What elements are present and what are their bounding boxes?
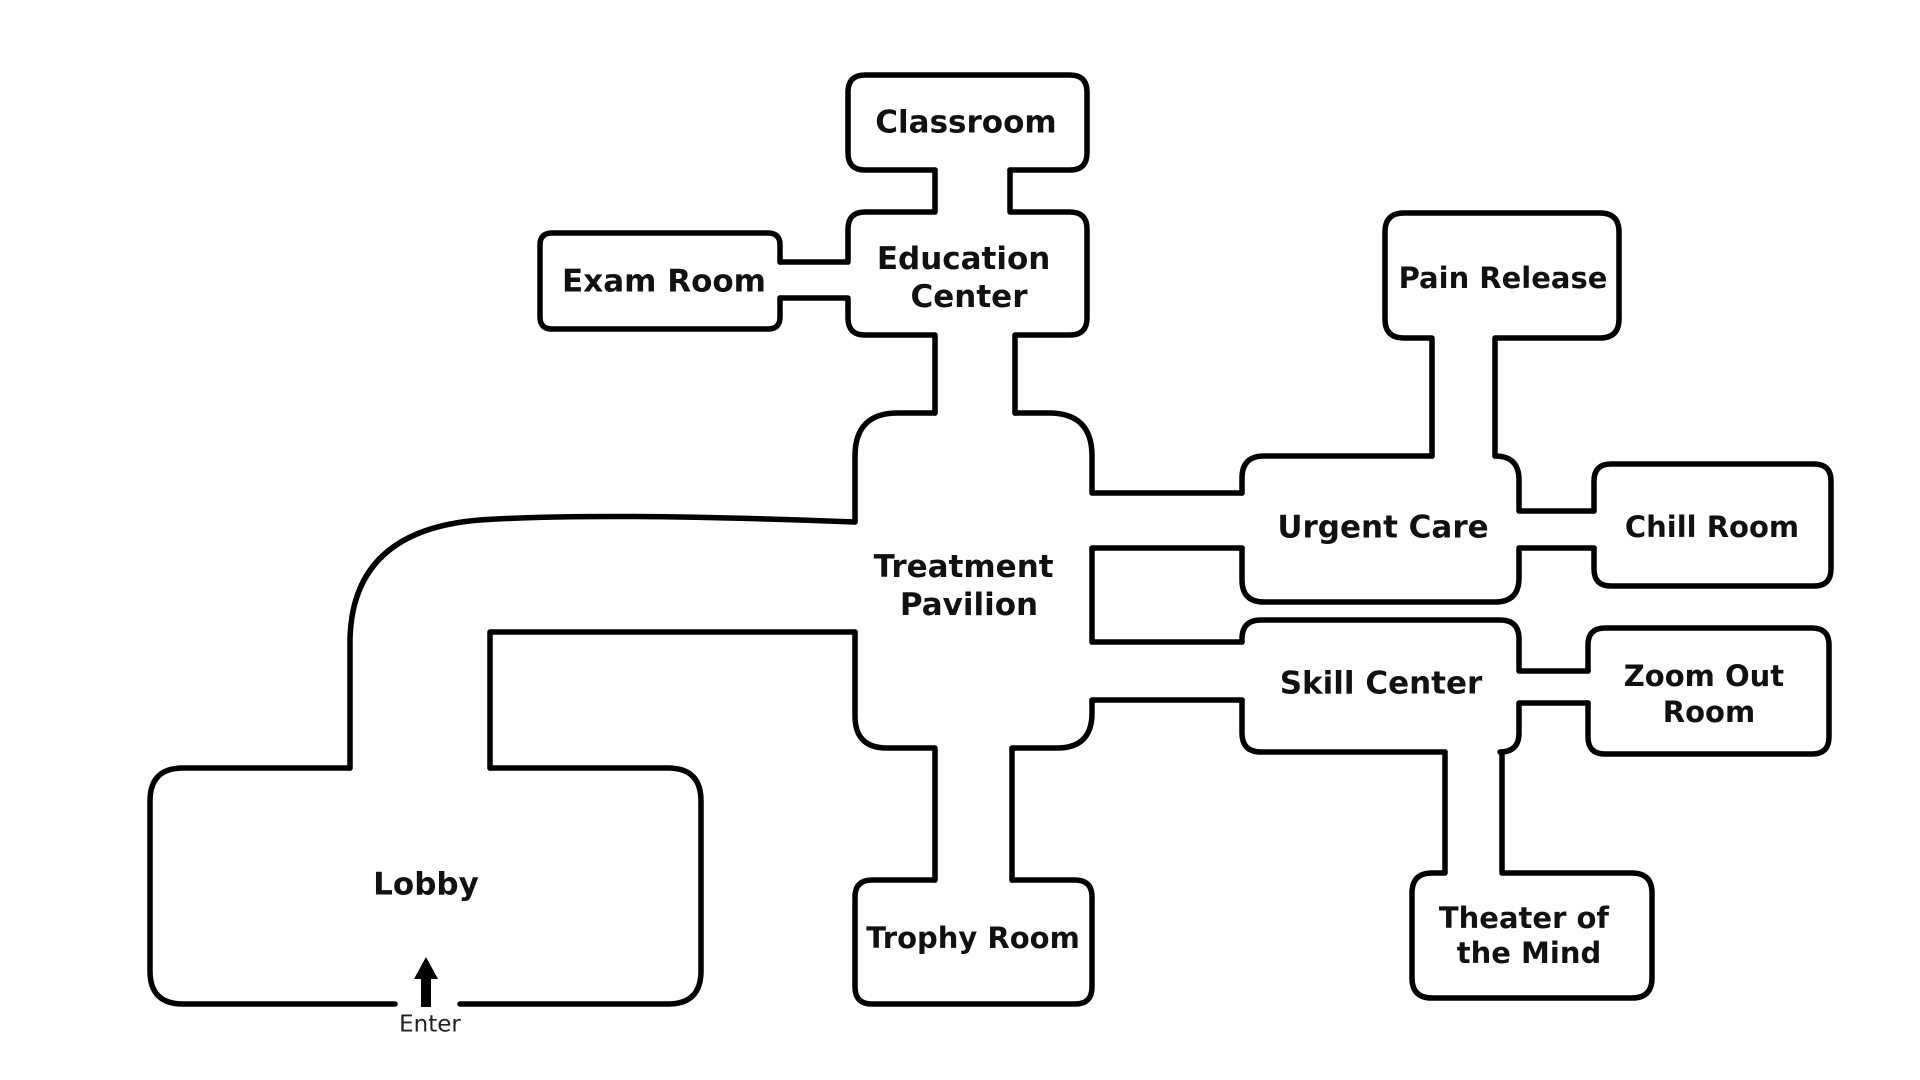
lobby-label: Lobby bbox=[373, 867, 479, 903]
zoom-out-room-label-line-2: Room bbox=[1663, 695, 1755, 729]
trophy-room-label: Trophy Room bbox=[866, 921, 1080, 955]
classroom-room bbox=[845, 72, 1090, 173]
theater-of-the-mind-room bbox=[1409, 749, 1655, 1001]
education-center-room bbox=[777, 167, 1090, 416]
education-center-label-line-1: Education bbox=[877, 241, 1051, 277]
chill-room-label: Chill Room bbox=[1625, 510, 1799, 544]
zoom-out-room-label: Zoom Out Room bbox=[1624, 659, 1794, 729]
treatment-pavilion-label-line-2: Pavilion bbox=[900, 587, 1038, 623]
lobby-room bbox=[147, 765, 704, 1007]
urgent-care-label: Urgent Care bbox=[1277, 510, 1488, 546]
treatment-pavilion-label: Treatment Pavilion bbox=[874, 549, 1065, 623]
trophy-room bbox=[852, 877, 1095, 1007]
classroom-label: Classroom bbox=[875, 105, 1056, 141]
theater-of-the-mind-label: Theater of the Mind bbox=[1439, 901, 1619, 970]
theater-of-the-mind-label-line-2: the Mind bbox=[1457, 936, 1601, 970]
zoom-out-room bbox=[1585, 625, 1832, 757]
theater-of-the-mind-label-line-1: Theater of bbox=[1439, 901, 1610, 935]
lobby-corridor bbox=[347, 513, 858, 771]
pain-release-label: Pain Release bbox=[1399, 261, 1608, 295]
enter-label: Enter bbox=[399, 1012, 461, 1038]
zoom-out-room-label-line-1: Zoom Out bbox=[1624, 659, 1784, 693]
exam-room bbox=[537, 230, 783, 332]
treatment-pavilion-room bbox=[852, 410, 1245, 883]
urgent-care-room bbox=[1239, 453, 1597, 605]
exam-room-label: Exam Room bbox=[562, 264, 766, 300]
education-center-label-line-2: Center bbox=[911, 279, 1029, 315]
treatment-pavilion-label-line-1: Treatment bbox=[874, 549, 1054, 585]
up-arrow-icon bbox=[414, 957, 438, 1007]
skill-center-label: Skill Center bbox=[1280, 666, 1483, 702]
chill-room bbox=[1591, 461, 1834, 589]
education-center-label: Education Center bbox=[877, 241, 1061, 315]
pain-release-room bbox=[1382, 210, 1622, 459]
